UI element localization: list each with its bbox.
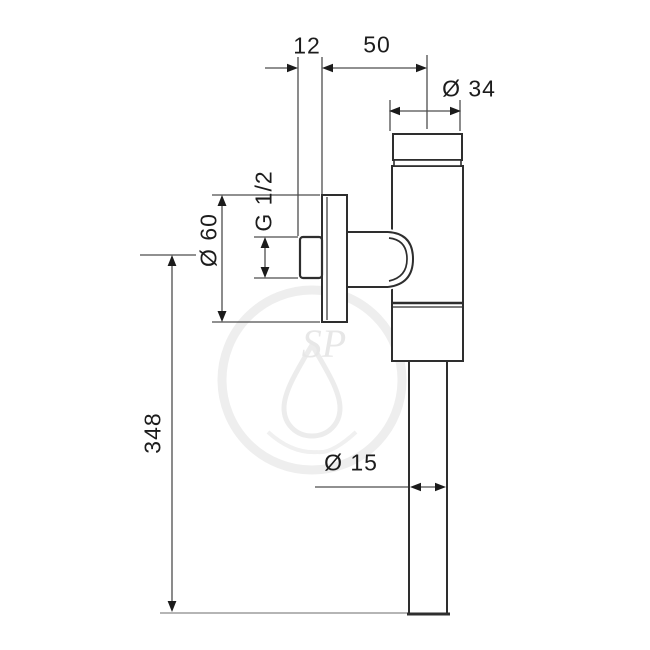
dim-depth-label: 50 bbox=[363, 31, 391, 58]
inlet-elbow-inner bbox=[388, 237, 408, 282]
dim-offset-label: 12 bbox=[293, 32, 321, 59]
flush-valve bbox=[298, 133, 464, 616]
arrow-pipe-right bbox=[435, 482, 446, 492]
watermark-laurel-left bbox=[266, 430, 319, 455]
inlet-elbow-outer bbox=[387, 231, 415, 288]
watermark-text: SP bbox=[302, 321, 346, 366]
dim-flange-diameter-label: Ø 60 bbox=[195, 213, 222, 267]
arrow-depth-left bbox=[322, 63, 333, 73]
watermark-laurel-right bbox=[317, 430, 358, 455]
outlet-pipe bbox=[407, 361, 450, 616]
arrow-pipe-left bbox=[410, 482, 421, 492]
dimension-arrows bbox=[167, 63, 461, 612]
arrow-depth-right bbox=[416, 63, 427, 73]
dim-head-diameter-label: Ø 34 bbox=[442, 75, 496, 102]
inlet-pipe bbox=[347, 231, 388, 288]
dim-thread-size-label: G 1/2 bbox=[250, 170, 277, 232]
valve-head-ring bbox=[393, 159, 462, 167]
hex-nut bbox=[298, 235, 324, 280]
arrow-height-bottom bbox=[167, 601, 177, 612]
dim-total-height-label: 348 bbox=[139, 412, 166, 454]
arrow-thread-top bbox=[260, 237, 270, 248]
arrow-flange-bottom bbox=[217, 311, 227, 322]
watermark-drop-icon bbox=[281, 340, 343, 439]
arrow-offset-right bbox=[287, 63, 298, 73]
arrow-head-left bbox=[389, 106, 400, 116]
dim-pipe-diameter-label: Ø 15 bbox=[324, 449, 378, 476]
watermark-circle bbox=[217, 285, 407, 475]
valve-head-cap bbox=[392, 133, 463, 161]
arrow-head-right bbox=[450, 106, 461, 116]
arrow-thread-bottom bbox=[260, 267, 270, 278]
arrow-flange-top bbox=[217, 195, 227, 206]
watermark-logo: SP bbox=[217, 285, 407, 475]
wall-flange bbox=[321, 194, 348, 323]
arrow-height-top bbox=[167, 255, 177, 266]
